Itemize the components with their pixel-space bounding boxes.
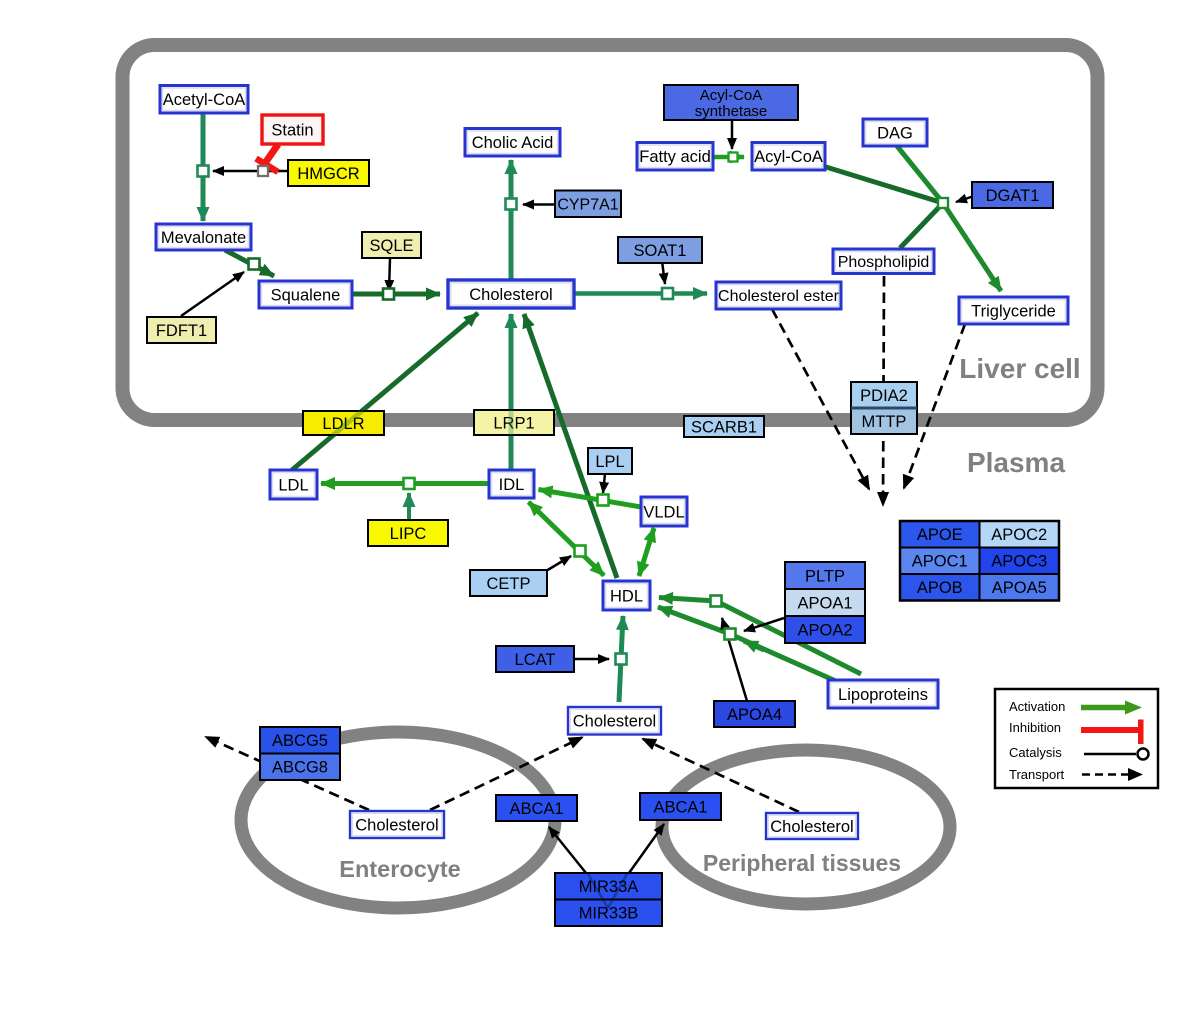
svg-text:MTTP: MTTP — [862, 413, 907, 431]
svg-text:IDL: IDL — [499, 476, 525, 494]
svg-text:Liver cell: Liver cell — [959, 353, 1080, 384]
svg-text:Mevalonate: Mevalonate — [161, 229, 246, 247]
svg-text:PLTP: PLTP — [805, 567, 845, 585]
svg-text:synthetase: synthetase — [695, 103, 768, 120]
svg-text:LIPC: LIPC — [390, 525, 427, 543]
svg-text:ABCA1: ABCA1 — [653, 798, 707, 816]
svg-text:Plasma: Plasma — [967, 447, 1065, 478]
svg-text:ABCG5: ABCG5 — [272, 732, 328, 750]
svg-text:DGAT1: DGAT1 — [986, 187, 1040, 205]
svg-text:MIR33A: MIR33A — [579, 878, 639, 896]
svg-text:VLDL: VLDL — [643, 503, 684, 521]
svg-text:LPL: LPL — [595, 453, 624, 471]
svg-text:Fatty acid: Fatty acid — [639, 148, 711, 166]
svg-text:APOB: APOB — [917, 579, 963, 597]
svg-text:FDFT1: FDFT1 — [156, 322, 207, 340]
svg-text:Cholic Acid: Cholic Acid — [472, 134, 554, 152]
svg-text:Peripheral tissues: Peripheral tissues — [703, 850, 901, 876]
svg-text:LRP1: LRP1 — [493, 414, 534, 432]
svg-text:ABCA1: ABCA1 — [509, 800, 563, 818]
svg-text:APOA1: APOA1 — [797, 594, 852, 612]
svg-text:SQLE: SQLE — [369, 237, 413, 255]
svg-text:Cholesterol: Cholesterol — [770, 818, 853, 836]
svg-text:HDL: HDL — [610, 587, 643, 605]
svg-text:SCARB1: SCARB1 — [691, 418, 757, 436]
svg-text:APOC1: APOC1 — [912, 553, 968, 571]
svg-text:LCAT: LCAT — [515, 651, 556, 669]
svg-text:Acyl-CoA: Acyl-CoA — [754, 148, 823, 166]
svg-text:Inhibition: Inhibition — [1009, 720, 1061, 735]
svg-text:Acyl-CoA: Acyl-CoA — [700, 87, 763, 104]
svg-text:Enterocyte: Enterocyte — [339, 856, 460, 882]
svg-text:APOA2: APOA2 — [797, 621, 852, 639]
svg-text:Cholesterol: Cholesterol — [469, 286, 552, 304]
svg-text:APOA5: APOA5 — [992, 579, 1047, 597]
svg-text:Lipoproteins: Lipoproteins — [838, 686, 928, 704]
svg-text:Catalysis: Catalysis — [1009, 745, 1062, 760]
svg-text:Cholesterol: Cholesterol — [573, 713, 656, 731]
svg-text:CYP7A1: CYP7A1 — [557, 196, 618, 213]
svg-text:DAG: DAG — [877, 124, 913, 142]
svg-text:MIR33B: MIR33B — [579, 905, 639, 923]
svg-text:Triglyceride: Triglyceride — [971, 302, 1056, 320]
svg-text:ABCG8: ABCG8 — [272, 759, 328, 777]
svg-text:SOAT1: SOAT1 — [634, 242, 687, 260]
svg-text:Cholesterol ester: Cholesterol ester — [718, 288, 840, 305]
svg-text:Statin: Statin — [271, 121, 313, 139]
svg-text:APOC3: APOC3 — [991, 553, 1047, 571]
svg-text:PDIA2: PDIA2 — [860, 387, 908, 405]
svg-text:Transport: Transport — [1009, 767, 1065, 782]
svg-text:HMGCR: HMGCR — [297, 165, 359, 183]
svg-text:CETP: CETP — [486, 575, 530, 593]
svg-text:LDL: LDL — [278, 476, 308, 494]
svg-text:APOA4: APOA4 — [727, 706, 782, 724]
svg-text:APOE: APOE — [917, 526, 963, 544]
svg-text:LDLR: LDLR — [322, 415, 364, 433]
svg-text:Cholesterol: Cholesterol — [355, 816, 438, 834]
svg-text:Squalene: Squalene — [271, 286, 341, 304]
svg-text:Phospholipid: Phospholipid — [838, 254, 930, 271]
svg-text:Acetyl-CoA: Acetyl-CoA — [163, 91, 246, 109]
svg-text:Activation: Activation — [1009, 699, 1065, 714]
svg-text:APOC2: APOC2 — [991, 526, 1047, 544]
